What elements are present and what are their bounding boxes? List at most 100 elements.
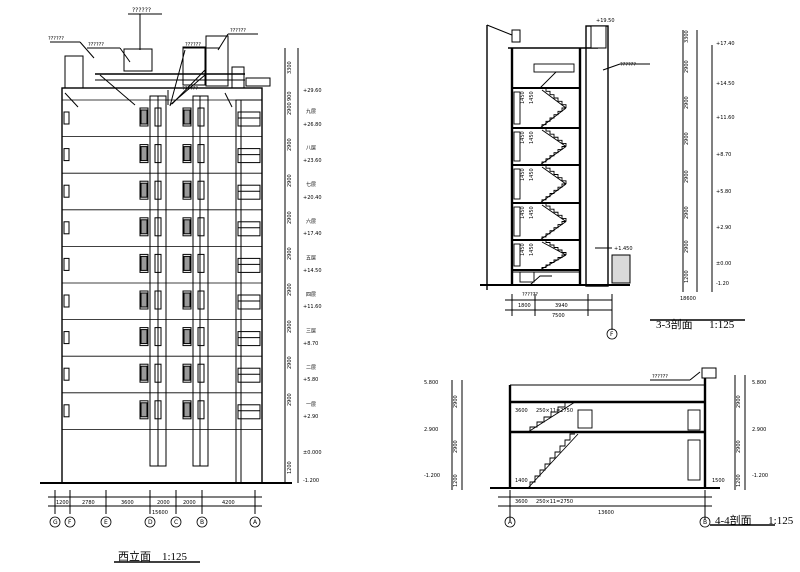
level-mark: +26.80 bbox=[303, 122, 322, 128]
door bbox=[513, 168, 521, 200]
dim-total: 7500 bbox=[552, 313, 565, 319]
level-mark: +11.60 bbox=[303, 304, 322, 310]
balcony bbox=[237, 294, 261, 310]
dim-text: 1450 bbox=[529, 131, 535, 144]
dim-text: 2900 bbox=[684, 240, 690, 253]
level-mark: +14.50 bbox=[303, 268, 322, 274]
window bbox=[197, 180, 205, 200]
dim-text: 2900 bbox=[287, 247, 293, 260]
dim-text: 1450 bbox=[520, 91, 526, 104]
axis-label: E bbox=[104, 519, 108, 526]
window-pane bbox=[140, 329, 148, 345]
balcony bbox=[237, 184, 261, 200]
section-3-3-title: 3-3剖面 1:125 bbox=[656, 316, 734, 332]
stair-stringer bbox=[539, 107, 567, 129]
stair-stringer bbox=[539, 254, 567, 271]
floor-label: 二层 bbox=[306, 365, 316, 371]
side-window bbox=[63, 367, 70, 381]
axis-label: G bbox=[53, 519, 58, 526]
level-mark: 2.900 bbox=[424, 427, 438, 433]
balcony bbox=[237, 367, 261, 383]
door bbox=[513, 131, 521, 162]
level-mark: +17.40 bbox=[716, 41, 735, 47]
level-mark: +19.50 bbox=[596, 18, 615, 24]
window bbox=[182, 107, 192, 127]
level-mark: +14.50 bbox=[716, 81, 735, 87]
balcony bbox=[237, 331, 261, 347]
door bbox=[513, 243, 521, 267]
dim-text: 2900 bbox=[736, 395, 742, 408]
dim-text: 1450 bbox=[529, 91, 535, 104]
view-title: 西立面 bbox=[118, 551, 151, 563]
window bbox=[139, 253, 149, 273]
level-mark: -1.200 bbox=[424, 473, 440, 479]
dim-text: 3600 bbox=[515, 499, 528, 505]
dim-total: 13600 bbox=[598, 510, 614, 516]
level-mark: ±0.00 bbox=[716, 261, 731, 267]
window bbox=[139, 363, 149, 383]
axis-bubble bbox=[170, 516, 182, 528]
callout-text: ?????? bbox=[652, 374, 668, 380]
dim-text: 1450 bbox=[529, 168, 535, 181]
floor-label: 五层 bbox=[306, 255, 316, 261]
west-elevation bbox=[40, 13, 299, 563]
dim-text: 1800 bbox=[518, 303, 531, 309]
axis-label: F bbox=[68, 519, 72, 526]
dim-text: 2900 bbox=[453, 395, 459, 408]
stair-stringer bbox=[541, 241, 567, 256]
window bbox=[139, 107, 149, 127]
level-mark: +11.60 bbox=[716, 115, 735, 121]
door bbox=[519, 271, 535, 283]
dim-text: 2000 bbox=[157, 500, 170, 506]
dim-text: 1200 bbox=[287, 461, 293, 474]
door bbox=[513, 206, 521, 237]
section-3-3 bbox=[480, 24, 745, 330]
balcony bbox=[237, 148, 261, 164]
axis-label: B bbox=[703, 519, 707, 526]
axis-bubble bbox=[64, 516, 76, 528]
axis-label: D bbox=[148, 519, 153, 526]
west-elevation-title: 西立面 1:125 bbox=[118, 548, 187, 564]
floor-label: 七层 bbox=[306, 181, 316, 188]
window-pane bbox=[183, 182, 191, 198]
dim-text: 1200 bbox=[56, 500, 69, 506]
stair-flight bbox=[539, 71, 572, 89]
axis-bubble bbox=[49, 516, 61, 528]
window bbox=[182, 363, 192, 383]
dim-text: 2900 bbox=[684, 96, 690, 109]
stair-landing bbox=[533, 63, 575, 73]
stair-stringer bbox=[541, 204, 567, 222]
dim-text: 1450 bbox=[529, 243, 535, 256]
window-pane bbox=[140, 182, 148, 198]
window-pane bbox=[140, 219, 148, 235]
window-pane bbox=[183, 255, 191, 271]
dim-text: 2900 bbox=[287, 356, 293, 369]
stair-stringer bbox=[539, 146, 567, 166]
window bbox=[139, 290, 149, 310]
axis-label: B bbox=[200, 519, 204, 526]
dim-text: 2000 bbox=[183, 500, 196, 506]
dim-text: 1500 bbox=[712, 478, 725, 484]
dim-text: 2900 bbox=[736, 440, 742, 453]
axis-bubble bbox=[249, 516, 261, 528]
side-window bbox=[63, 184, 70, 198]
dim-text: 2900 bbox=[287, 320, 293, 333]
axis-bubble bbox=[196, 516, 208, 528]
door bbox=[513, 91, 521, 125]
stair-stringer bbox=[539, 183, 567, 204]
level-mark: 5.800 bbox=[424, 380, 438, 386]
callout-text: ?????? bbox=[48, 36, 64, 42]
dim-text: 1450 bbox=[520, 206, 526, 219]
level-mark: +29.60 bbox=[303, 88, 322, 94]
dim-text: 2900 bbox=[684, 60, 690, 73]
side-window bbox=[63, 331, 70, 345]
view-scale: 1:125 bbox=[162, 551, 188, 563]
level-mark: +8.70 bbox=[716, 152, 731, 158]
stair-stringer bbox=[527, 433, 579, 489]
side-window bbox=[63, 148, 70, 162]
window bbox=[197, 107, 205, 127]
section-4-4-title: 4-4剖面 1:125 bbox=[715, 512, 793, 528]
level-mark: +2.90 bbox=[303, 414, 318, 420]
axis-label: C bbox=[174, 519, 178, 526]
